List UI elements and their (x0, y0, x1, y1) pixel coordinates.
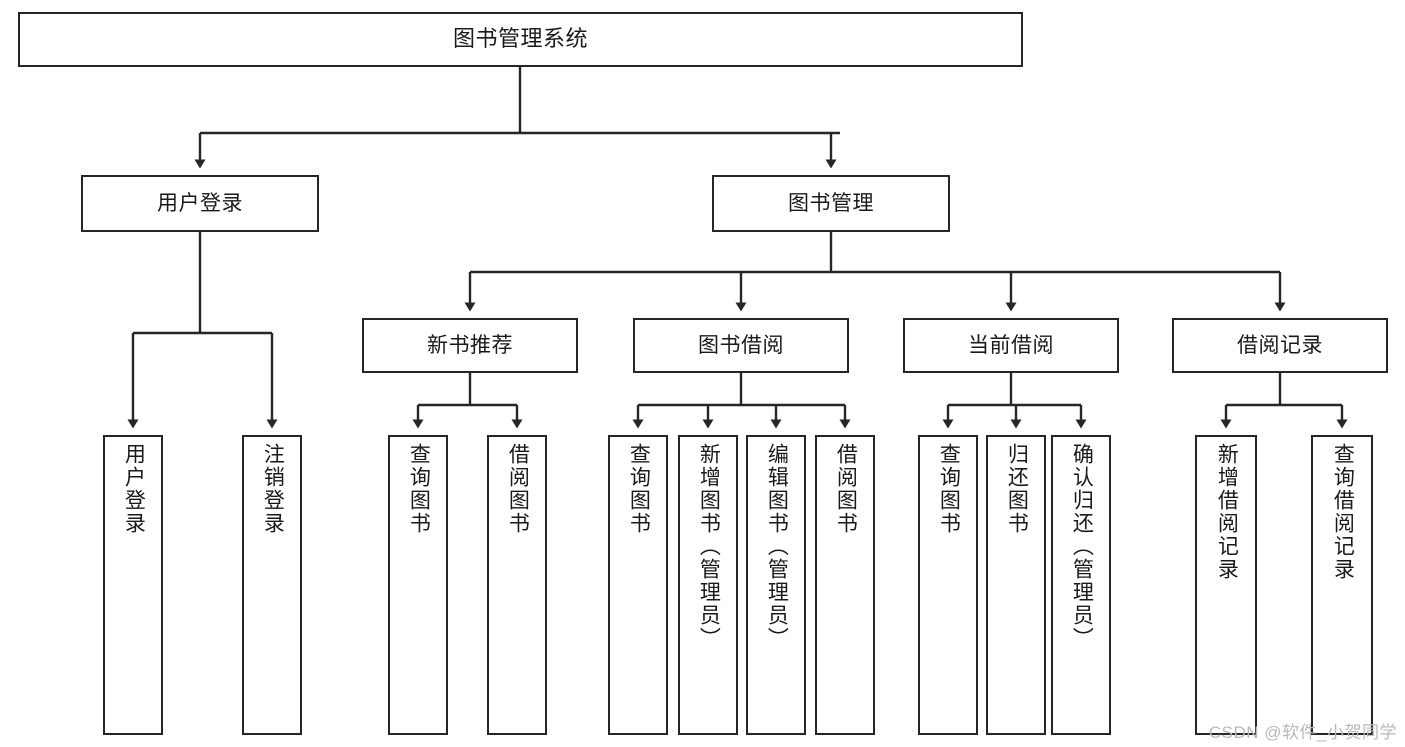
node-new-book-recommend[interactable]: 新书推荐 (362, 318, 578, 373)
leaf-query-book-2-label: 查询图书 (627, 443, 651, 535)
csdn-watermark: CSDN @软件_小贺同学 (1208, 723, 1397, 742)
node-user-login-label: 用户登录 (157, 191, 243, 215)
node-book-borrow-label: 图书借阅 (698, 333, 784, 357)
leaf-query-borrow-record[interactable]: 查询借阅记录 (1311, 435, 1373, 735)
leaf-borrow-book-2[interactable]: 借阅图书 (815, 435, 875, 735)
leaf-user-login[interactable]: 用户登录 (103, 435, 163, 735)
node-new-book-recommend-label: 新书推荐 (427, 333, 513, 357)
leaf-add-book-admin-label: 新增图书（管理员） (697, 443, 721, 650)
leaf-borrow-book-1-label: 借阅图书 (506, 443, 530, 535)
leaf-query-book-3-label: 查询图书 (937, 443, 961, 535)
leaf-query-borrow-record-label: 查询借阅记录 (1331, 443, 1355, 581)
node-current-borrow[interactable]: 当前借阅 (903, 318, 1119, 373)
node-book-management[interactable]: 图书管理 (712, 175, 950, 232)
leaf-query-book-2[interactable]: 查询图书 (608, 435, 668, 735)
leaf-confirm-return-admin[interactable]: 确认归还（管理员） (1051, 435, 1111, 735)
leaf-query-book-3[interactable]: 查询图书 (918, 435, 978, 735)
node-user-login[interactable]: 用户登录 (81, 175, 319, 232)
leaf-edit-book-admin[interactable]: 编辑图书（管理员） (746, 435, 806, 735)
leaf-return-book[interactable]: 归还图书 (986, 435, 1046, 735)
leaf-query-book-1-label: 查询图书 (407, 443, 431, 535)
leaf-edit-book-admin-label: 编辑图书（管理员） (765, 443, 789, 650)
node-root-label: 图书管理系统 (452, 26, 588, 52)
leaf-user-login-label: 用户登录 (122, 443, 146, 535)
leaf-confirm-return-admin-label: 确认归还（管理员） (1070, 443, 1094, 650)
leaf-borrow-book-1[interactable]: 借阅图书 (487, 435, 547, 735)
leaf-query-book-1[interactable]: 查询图书 (388, 435, 448, 735)
node-root[interactable]: 图书管理系统 (18, 12, 1023, 67)
leaf-add-borrow-record[interactable]: 新增借阅记录 (1195, 435, 1257, 735)
leaf-add-book-admin[interactable]: 新增图书（管理员） (678, 435, 738, 735)
node-book-borrow[interactable]: 图书借阅 (633, 318, 849, 373)
node-book-management-label: 图书管理 (788, 191, 874, 215)
leaf-add-borrow-record-label: 新增借阅记录 (1215, 443, 1239, 581)
leaf-logout[interactable]: 注销登录 (242, 435, 302, 735)
leaf-return-book-label: 归还图书 (1005, 443, 1029, 535)
node-current-borrow-label: 当前借阅 (968, 333, 1054, 357)
leaf-logout-label: 注销登录 (261, 443, 285, 535)
node-borrow-records-label: 借阅记录 (1237, 333, 1323, 357)
node-borrow-records[interactable]: 借阅记录 (1172, 318, 1388, 373)
leaf-borrow-book-2-label: 借阅图书 (834, 443, 858, 535)
